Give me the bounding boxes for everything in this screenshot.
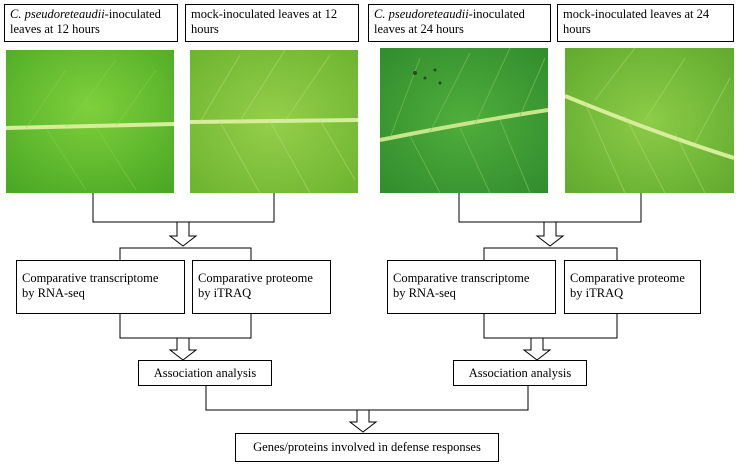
down-arrow-icon	[348, 409, 378, 433]
label-line1: mock-inoculated leaves at 12	[191, 7, 338, 21]
label-inoculated-12h: C. pseudoreteaudii-inoculated leaves at …	[4, 4, 178, 42]
right-association-box: Association analysis	[453, 360, 587, 386]
right-proteome-box: Comparative proteome by iTRAQ	[564, 260, 701, 314]
label-line2: leaves at 24 hours	[374, 22, 464, 36]
box-line1: Comparative transcriptome	[22, 271, 159, 285]
label-inoculated-24h: C. pseudoreteaudii-inoculated leaves at …	[368, 4, 551, 42]
box-label: Association analysis	[468, 366, 572, 380]
box-line2: by iTRAQ	[570, 286, 624, 300]
label-line2: leaves at 12 hours	[10, 22, 100, 36]
right-transcriptome-box: Comparative transcriptome by RNA-seq	[387, 260, 556, 314]
box-line1: Comparative transcriptome	[393, 271, 530, 285]
down-arrow-icon	[535, 221, 565, 247]
down-arrow-icon	[168, 221, 198, 247]
box-line1: Comparative proteome	[570, 271, 685, 285]
label-suffix: -inoculated	[468, 7, 525, 21]
species-name: C. pseudoreteaudii	[374, 7, 469, 21]
label-line2: hours	[563, 22, 591, 36]
leaf-image-mock-12h	[190, 50, 358, 193]
box-line2: by RNA-seq	[393, 286, 456, 300]
box-line2: by iTRAQ	[198, 286, 252, 300]
final-result-box: Genes/proteins involved in defense respo…	[235, 433, 499, 462]
species-name: C. pseudoreteaudii	[10, 7, 105, 21]
down-arrow-icon	[168, 337, 198, 361]
leaf-image-mock-24h	[565, 48, 734, 193]
leaf-image-inoculated-24h	[380, 48, 548, 193]
leaf-image-inoculated-12h	[6, 50, 174, 193]
left-proteome-box: Comparative proteome by iTRAQ	[192, 260, 331, 314]
label-line2: hours	[191, 22, 219, 36]
hollow-arrows	[168, 221, 565, 433]
box-label: Genes/proteins involved in defense respo…	[253, 440, 481, 454]
box-line2: by RNA-seq	[22, 286, 85, 300]
down-arrow-icon	[522, 337, 552, 361]
label-mock-12h: mock-inoculated leaves at 12 hours	[185, 4, 359, 42]
label-suffix: -inoculated	[104, 7, 161, 21]
label-mock-24h: mock-inoculated leaves at 24 hours	[557, 4, 734, 42]
label-line1: mock-inoculated leaves at 24	[563, 7, 710, 21]
box-line1: Comparative proteome	[198, 271, 313, 285]
left-association-box: Association analysis	[138, 360, 272, 386]
left-transcriptome-box: Comparative transcriptome by RNA-seq	[16, 260, 185, 314]
box-label: Association analysis	[153, 366, 257, 380]
